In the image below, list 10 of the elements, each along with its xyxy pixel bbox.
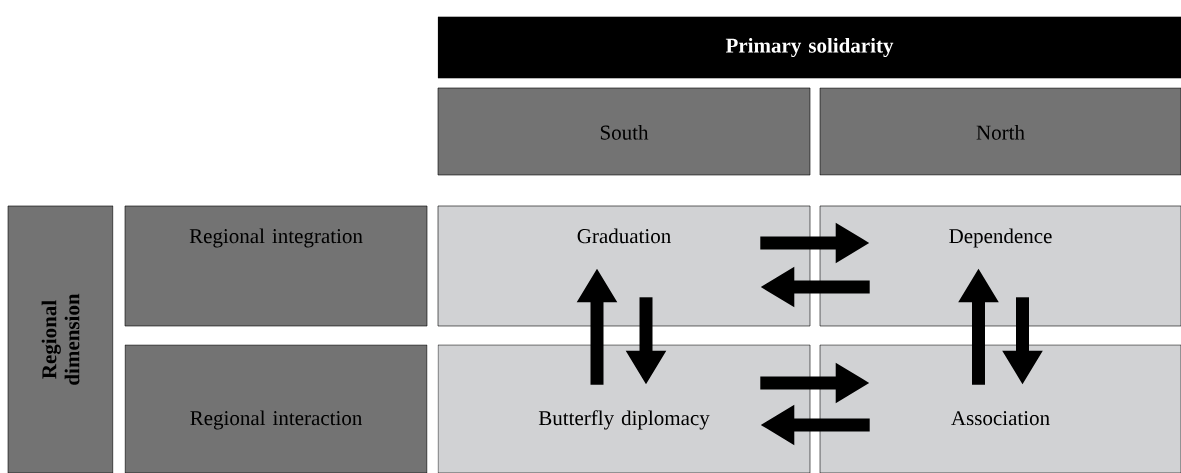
header-bar: Primary solidarity [437,16,1181,79]
cell-box: Graduation [437,205,811,327]
row-header-box: Regional integration [124,205,428,327]
column-header-box: North [819,87,1181,176]
cell-box: Dependence [819,205,1181,327]
row-group-box: Regional dimension [7,205,114,473]
column-header-box: South [437,87,811,176]
row-header-box: Regional interaction [124,344,428,473]
cell-box: Association [819,344,1181,473]
cell-box: Butterfly diplomacy [437,344,811,473]
